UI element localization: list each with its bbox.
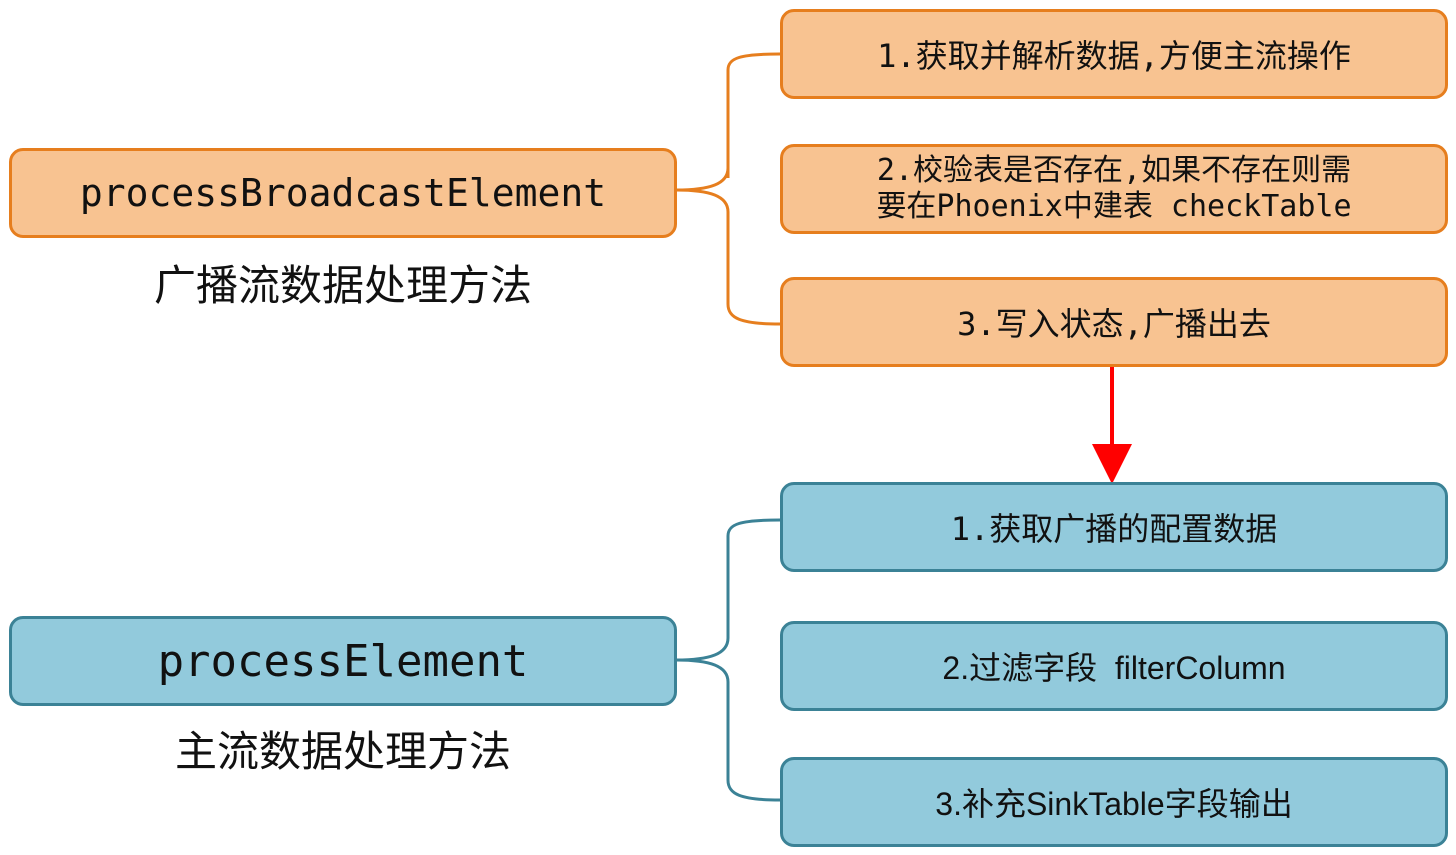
main-step-2-box: 2.过滤字段 filterColumn xyxy=(780,621,1448,711)
main-step-3-text: 3.补充SinkTable字段输出 xyxy=(935,786,1293,822)
broadcast-caption: 广播流数据处理方法 xyxy=(153,261,532,310)
broadcast-step-2-box: 2.校验表是否存在,如果不存在则需 要在Phoenix中建表 checkTabl… xyxy=(780,144,1448,234)
broadcast-step-3-box: 3.写入状态,广播出去 xyxy=(780,277,1448,367)
main-step-2-text: 2.过滤字段 filterColumn xyxy=(942,650,1286,686)
broadcast-step-2-line-2: 要在Phoenix中建表 checkTable xyxy=(876,189,1352,224)
broadcast-step-1-text: 1.获取并解析数据,方便主流操作 xyxy=(877,37,1351,75)
main-caption: 主流数据处理方法 xyxy=(174,727,511,776)
main-step-1-box: 1.获取广播的配置数据 xyxy=(780,482,1448,572)
broadcast-step-3-text: 3.写入状态,广播出去 xyxy=(957,305,1271,343)
broadcast-step-2-line-1: 2.校验表是否存在,如果不存在则需 xyxy=(876,153,1352,188)
main-step-3-box: 3.补充SinkTable字段输出 xyxy=(780,757,1448,847)
process-element-title: processElement xyxy=(157,635,529,687)
main-brace-connector xyxy=(675,518,781,802)
process-broadcast-element-title: processBroadcastElement xyxy=(79,171,607,215)
main-step-1-text: 1.获取广播的配置数据 xyxy=(950,510,1278,548)
broadcast-brace-connector xyxy=(675,52,781,326)
process-broadcast-element-box: processBroadcastElement xyxy=(9,148,677,238)
broadcast-step-1-box: 1.获取并解析数据,方便主流操作 xyxy=(780,9,1448,99)
process-element-box: processElement xyxy=(9,616,677,706)
